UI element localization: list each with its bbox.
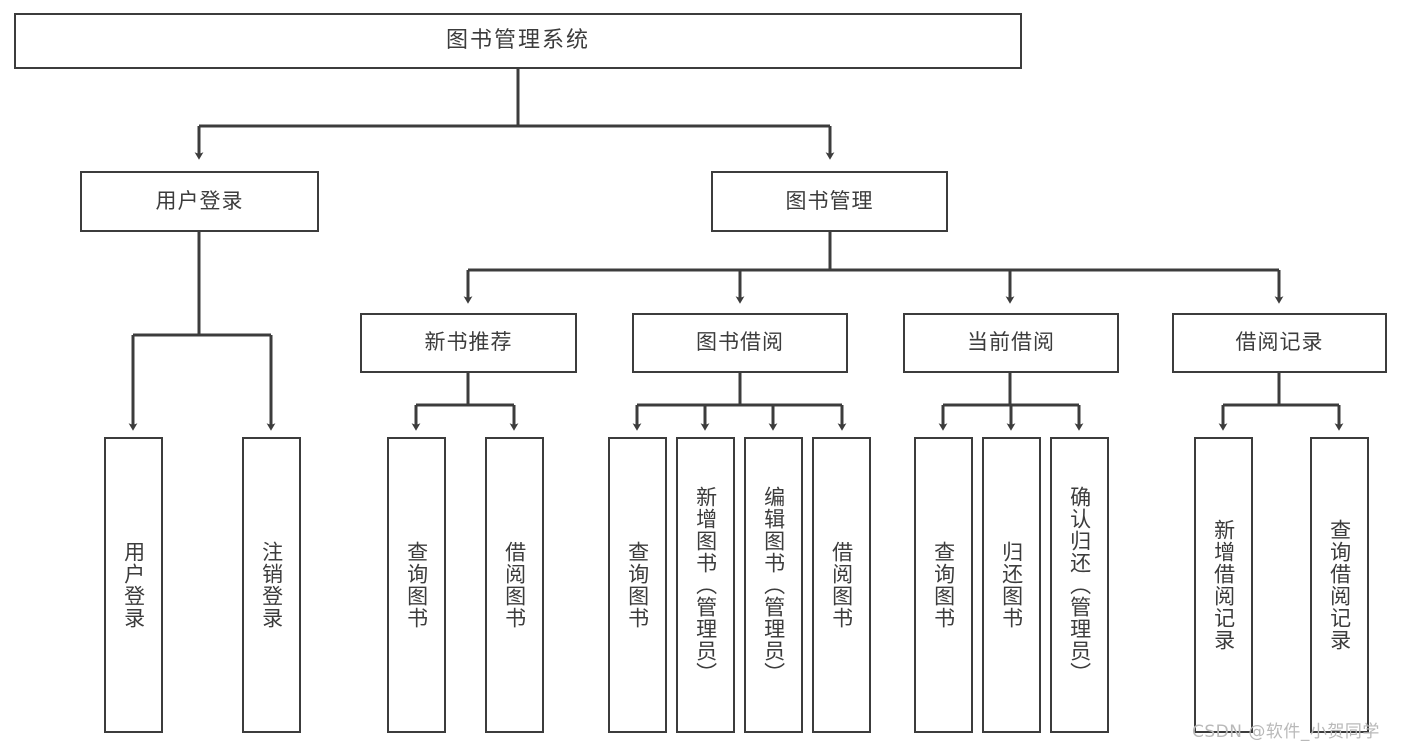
- node-label: 注销登录: [259, 541, 284, 629]
- node-book-management[interactable]: 图书管理: [711, 171, 948, 232]
- node-label: 当前借阅: [967, 330, 1055, 355]
- csdn-watermark: CSDN @软件_小贺同学: [1192, 722, 1380, 742]
- leaf-recommend-borrow-book[interactable]: 借阅图书: [485, 437, 544, 733]
- node-label: 借阅图书: [502, 541, 527, 629]
- node-book-borrow[interactable]: 图书借阅: [632, 313, 848, 373]
- node-label: 用户登录: [155, 188, 244, 213]
- node-new-book-recommend[interactable]: 新书推荐: [360, 313, 577, 373]
- node-label: 图书管理: [785, 188, 874, 213]
- node-label: 借阅记录: [1235, 330, 1324, 355]
- leaf-record-add-record[interactable]: 新增借阅记录: [1194, 437, 1253, 733]
- node-label: 查询图书: [625, 541, 650, 629]
- leaf-user-login-login[interactable]: 用户登录: [104, 437, 163, 733]
- node-label: 确认归还（管理员）: [1067, 486, 1092, 684]
- node-label: 编辑图书（管理员）: [761, 486, 786, 684]
- leaf-recommend-query-book[interactable]: 查询图书: [387, 437, 446, 733]
- leaf-borrow-borrow-book[interactable]: 借阅图书: [812, 437, 871, 733]
- node-label: 用户登录: [121, 541, 146, 629]
- leaf-current-confirm-return-admin[interactable]: 确认归还（管理员）: [1050, 437, 1109, 733]
- leaf-user-login-logout[interactable]: 注销登录: [242, 437, 301, 733]
- node-user-login[interactable]: 用户登录: [80, 171, 319, 232]
- node-label: 查询图书: [931, 541, 956, 629]
- node-label: 新增图书（管理员）: [693, 486, 718, 684]
- leaf-borrow-edit-book-admin[interactable]: 编辑图书（管理员）: [744, 437, 803, 733]
- leaf-record-query-record[interactable]: 查询借阅记录: [1310, 437, 1369, 733]
- leaf-current-return-book[interactable]: 归还图书: [982, 437, 1041, 733]
- leaf-current-query-book[interactable]: 查询图书: [914, 437, 973, 733]
- node-label: 归还图书: [999, 541, 1024, 629]
- node-label: 新书推荐: [424, 330, 513, 355]
- node-label: 图书借阅: [696, 330, 784, 355]
- node-label: 查询图书: [404, 541, 429, 629]
- node-label: 查询借阅记录: [1327, 519, 1352, 651]
- node-current-borrow[interactable]: 当前借阅: [903, 313, 1119, 373]
- leaf-borrow-add-book-admin[interactable]: 新增图书（管理员）: [676, 437, 735, 733]
- node-borrow-record[interactable]: 借阅记录: [1172, 313, 1387, 373]
- node-label: 图书管理系统: [445, 27, 590, 53]
- node-label: 新增借阅记录: [1211, 519, 1236, 651]
- leaf-borrow-query-book[interactable]: 查询图书: [608, 437, 667, 733]
- node-root-system[interactable]: 图书管理系统: [14, 13, 1022, 69]
- node-label: 借阅图书: [829, 541, 854, 629]
